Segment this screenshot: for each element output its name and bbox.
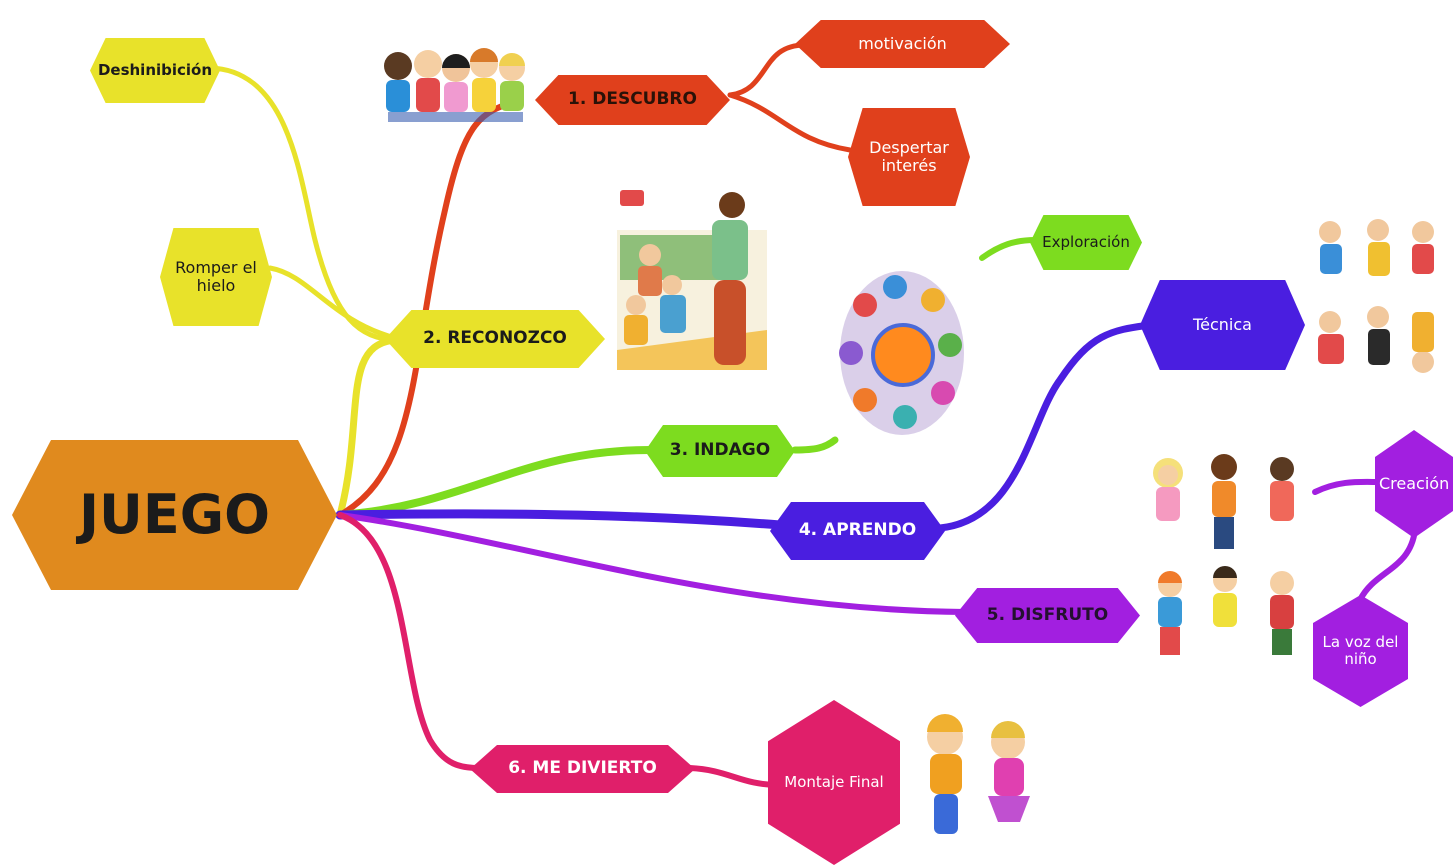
branch-reconozco-label: 2. RECONOZCO bbox=[423, 328, 567, 349]
subtopic-deshinibicion[interactable]: Deshinibición bbox=[90, 38, 220, 103]
acrobatic-kids-illustration bbox=[1318, 219, 1434, 373]
branch-medivierto-label: 6. ME DIVIERTO bbox=[508, 758, 657, 779]
subtopic-motivacion[interactable]: motivación bbox=[795, 20, 1010, 68]
dancing-couple-illustration bbox=[927, 714, 1030, 834]
subtopic-deshinibicion-label: Deshinibición bbox=[97, 60, 213, 79]
connector-medivierto bbox=[337, 512, 483, 771]
connector-romper bbox=[267, 265, 398, 341]
subtopic-exploracion[interactable]: Exploración bbox=[1030, 215, 1142, 270]
subtopic-motivacion-label: motivación bbox=[858, 33, 947, 53]
branch-indago[interactable]: 3. INDAGO bbox=[645, 425, 795, 477]
subtopic-creacion-label: Creación bbox=[1379, 473, 1450, 493]
branch-medivierto[interactable]: 6. ME DIVIERTO bbox=[470, 745, 695, 793]
branch-descubro[interactable]: 1. DESCUBRO bbox=[535, 75, 730, 125]
branch-descubro-label: 1. DESCUBRO bbox=[568, 89, 697, 110]
connector-creacion bbox=[1312, 478, 1383, 495]
branch-disfruto[interactable]: 5. DISFRUTO bbox=[955, 588, 1140, 643]
kids-circle-illustration bbox=[839, 271, 964, 435]
connector-indago bbox=[336, 446, 654, 519]
subtopic-montaje-label: Montaje Final bbox=[784, 772, 884, 791]
branch-aprendo-label: 4. APRENDO bbox=[798, 520, 917, 541]
connector-tecnica bbox=[936, 321, 1154, 532]
connector-montaje bbox=[687, 765, 783, 788]
subtopic-despertar[interactable]: Despertar interés bbox=[848, 108, 970, 206]
root-node[interactable]: JUEGO bbox=[12, 440, 337, 590]
subtopic-tecnica[interactable]: Técnica bbox=[1140, 280, 1305, 370]
subtopic-montaje[interactable]: Montaje Final bbox=[768, 700, 900, 865]
connector-motivacion bbox=[727, 42, 808, 98]
subtopic-voz-label: La voz del niño bbox=[1322, 632, 1399, 668]
subtopic-exploracion-label: Exploración bbox=[1042, 232, 1130, 251]
connector-descubro bbox=[337, 97, 523, 518]
happy-kids-illustration bbox=[1153, 454, 1294, 655]
connector-exploracion bbox=[979, 237, 1038, 261]
branch-aprendo[interactable]: 4. APRENDO bbox=[770, 502, 945, 560]
connector-voz bbox=[1357, 527, 1418, 603]
connector-reconozco bbox=[336, 336, 399, 519]
subtopic-voz[interactable]: La voz del niño bbox=[1313, 595, 1408, 707]
subtopic-despertar-label: Despertar interés bbox=[869, 137, 949, 175]
dancing-class-illustration bbox=[617, 190, 767, 370]
subtopic-creacion[interactable]: Creación bbox=[1375, 430, 1453, 538]
branch-reconozco[interactable]: 2. RECONOZCO bbox=[385, 310, 605, 368]
connector-deshinibicion bbox=[207, 65, 398, 343]
branch-disfruto-label: 5. DISFRUTO bbox=[986, 604, 1109, 625]
subtopic-romper-label: Romper el hielo bbox=[175, 257, 257, 295]
subtopic-tecnica-label: Técnica bbox=[1193, 314, 1252, 334]
root-label: JUEGO bbox=[78, 482, 271, 546]
branch-indago-label: 3. INDAGO bbox=[669, 440, 771, 461]
connector-indago-img bbox=[791, 436, 839, 454]
subtopic-romper[interactable]: Romper el hielo bbox=[160, 228, 272, 326]
children-group-illustration bbox=[384, 48, 525, 122]
connector-aprendo bbox=[335, 509, 785, 530]
connector-despertar bbox=[727, 92, 853, 153]
connector-disfruto bbox=[337, 512, 968, 615]
